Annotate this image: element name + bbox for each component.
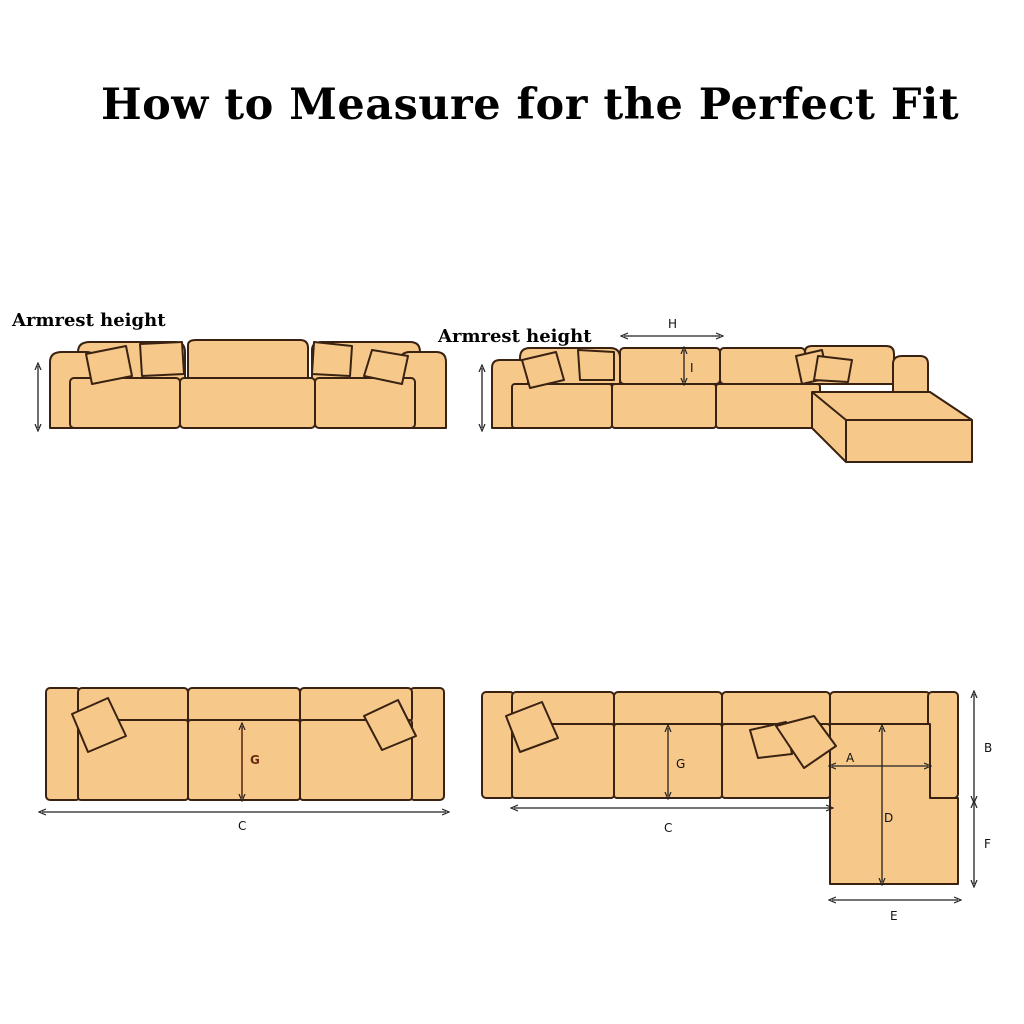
dimension-c-label-right: C bbox=[664, 821, 672, 835]
dimension-d-label: D bbox=[884, 811, 893, 825]
dimension-f-label: F bbox=[984, 837, 991, 851]
dimension-h-label: H bbox=[668, 317, 677, 331]
sofa-top-view-l-shape bbox=[481, 691, 959, 885]
dimension-a-label: A bbox=[846, 751, 855, 765]
armrest-height-label-left: Armrest height bbox=[12, 310, 166, 331]
dimension-e-label: E bbox=[890, 909, 898, 923]
page-title: How to Measure for the Perfect Fit bbox=[100, 80, 960, 130]
dimension-i-label: I bbox=[690, 361, 694, 375]
dimension-g-label-left: G bbox=[250, 753, 260, 767]
sofa-front-view-straight bbox=[49, 339, 447, 429]
sofa-top-view-straight bbox=[45, 687, 445, 801]
dimension-g-label-right: G bbox=[676, 757, 685, 771]
armrest-height-label-right: Armrest height bbox=[438, 326, 592, 347]
sofa-front-view-l-shape bbox=[491, 345, 973, 463]
dimension-c-label-left: C bbox=[238, 819, 246, 833]
dimension-b-label: B bbox=[984, 741, 992, 755]
